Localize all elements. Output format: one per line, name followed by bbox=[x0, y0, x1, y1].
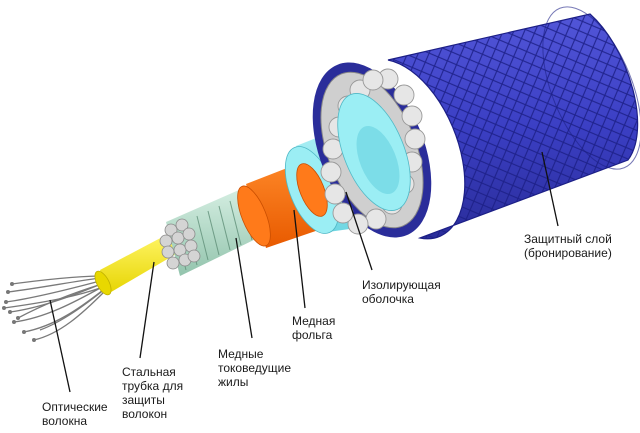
leader-tube bbox=[139, 261, 155, 359]
leader-armor bbox=[541, 151, 559, 227]
leader-foil bbox=[293, 209, 306, 309]
leader-lines bbox=[49, 151, 559, 393]
leader-wires bbox=[235, 237, 253, 339]
label-insulating-sheath: Изолирующая оболочка bbox=[362, 278, 441, 306]
armor-layer bbox=[387, 6, 640, 240]
label-optical-fibers: Оптические волокна bbox=[42, 400, 108, 428]
label-armor-layer: Защитный слой (бронирование) bbox=[524, 232, 612, 260]
armor-end-face bbox=[312, 62, 432, 238]
leader-fibers bbox=[49, 299, 71, 393]
steel-tube bbox=[94, 234, 176, 296]
leader-insulation bbox=[345, 191, 373, 271]
label-copper-foil: Медная фольга bbox=[292, 314, 336, 342]
optical-fibers bbox=[3, 275, 106, 341]
label-steel-tube: Стальная трубка для защиты волокон bbox=[122, 365, 184, 421]
label-copper-conductors: Медные токоведущие жилы bbox=[218, 347, 291, 389]
